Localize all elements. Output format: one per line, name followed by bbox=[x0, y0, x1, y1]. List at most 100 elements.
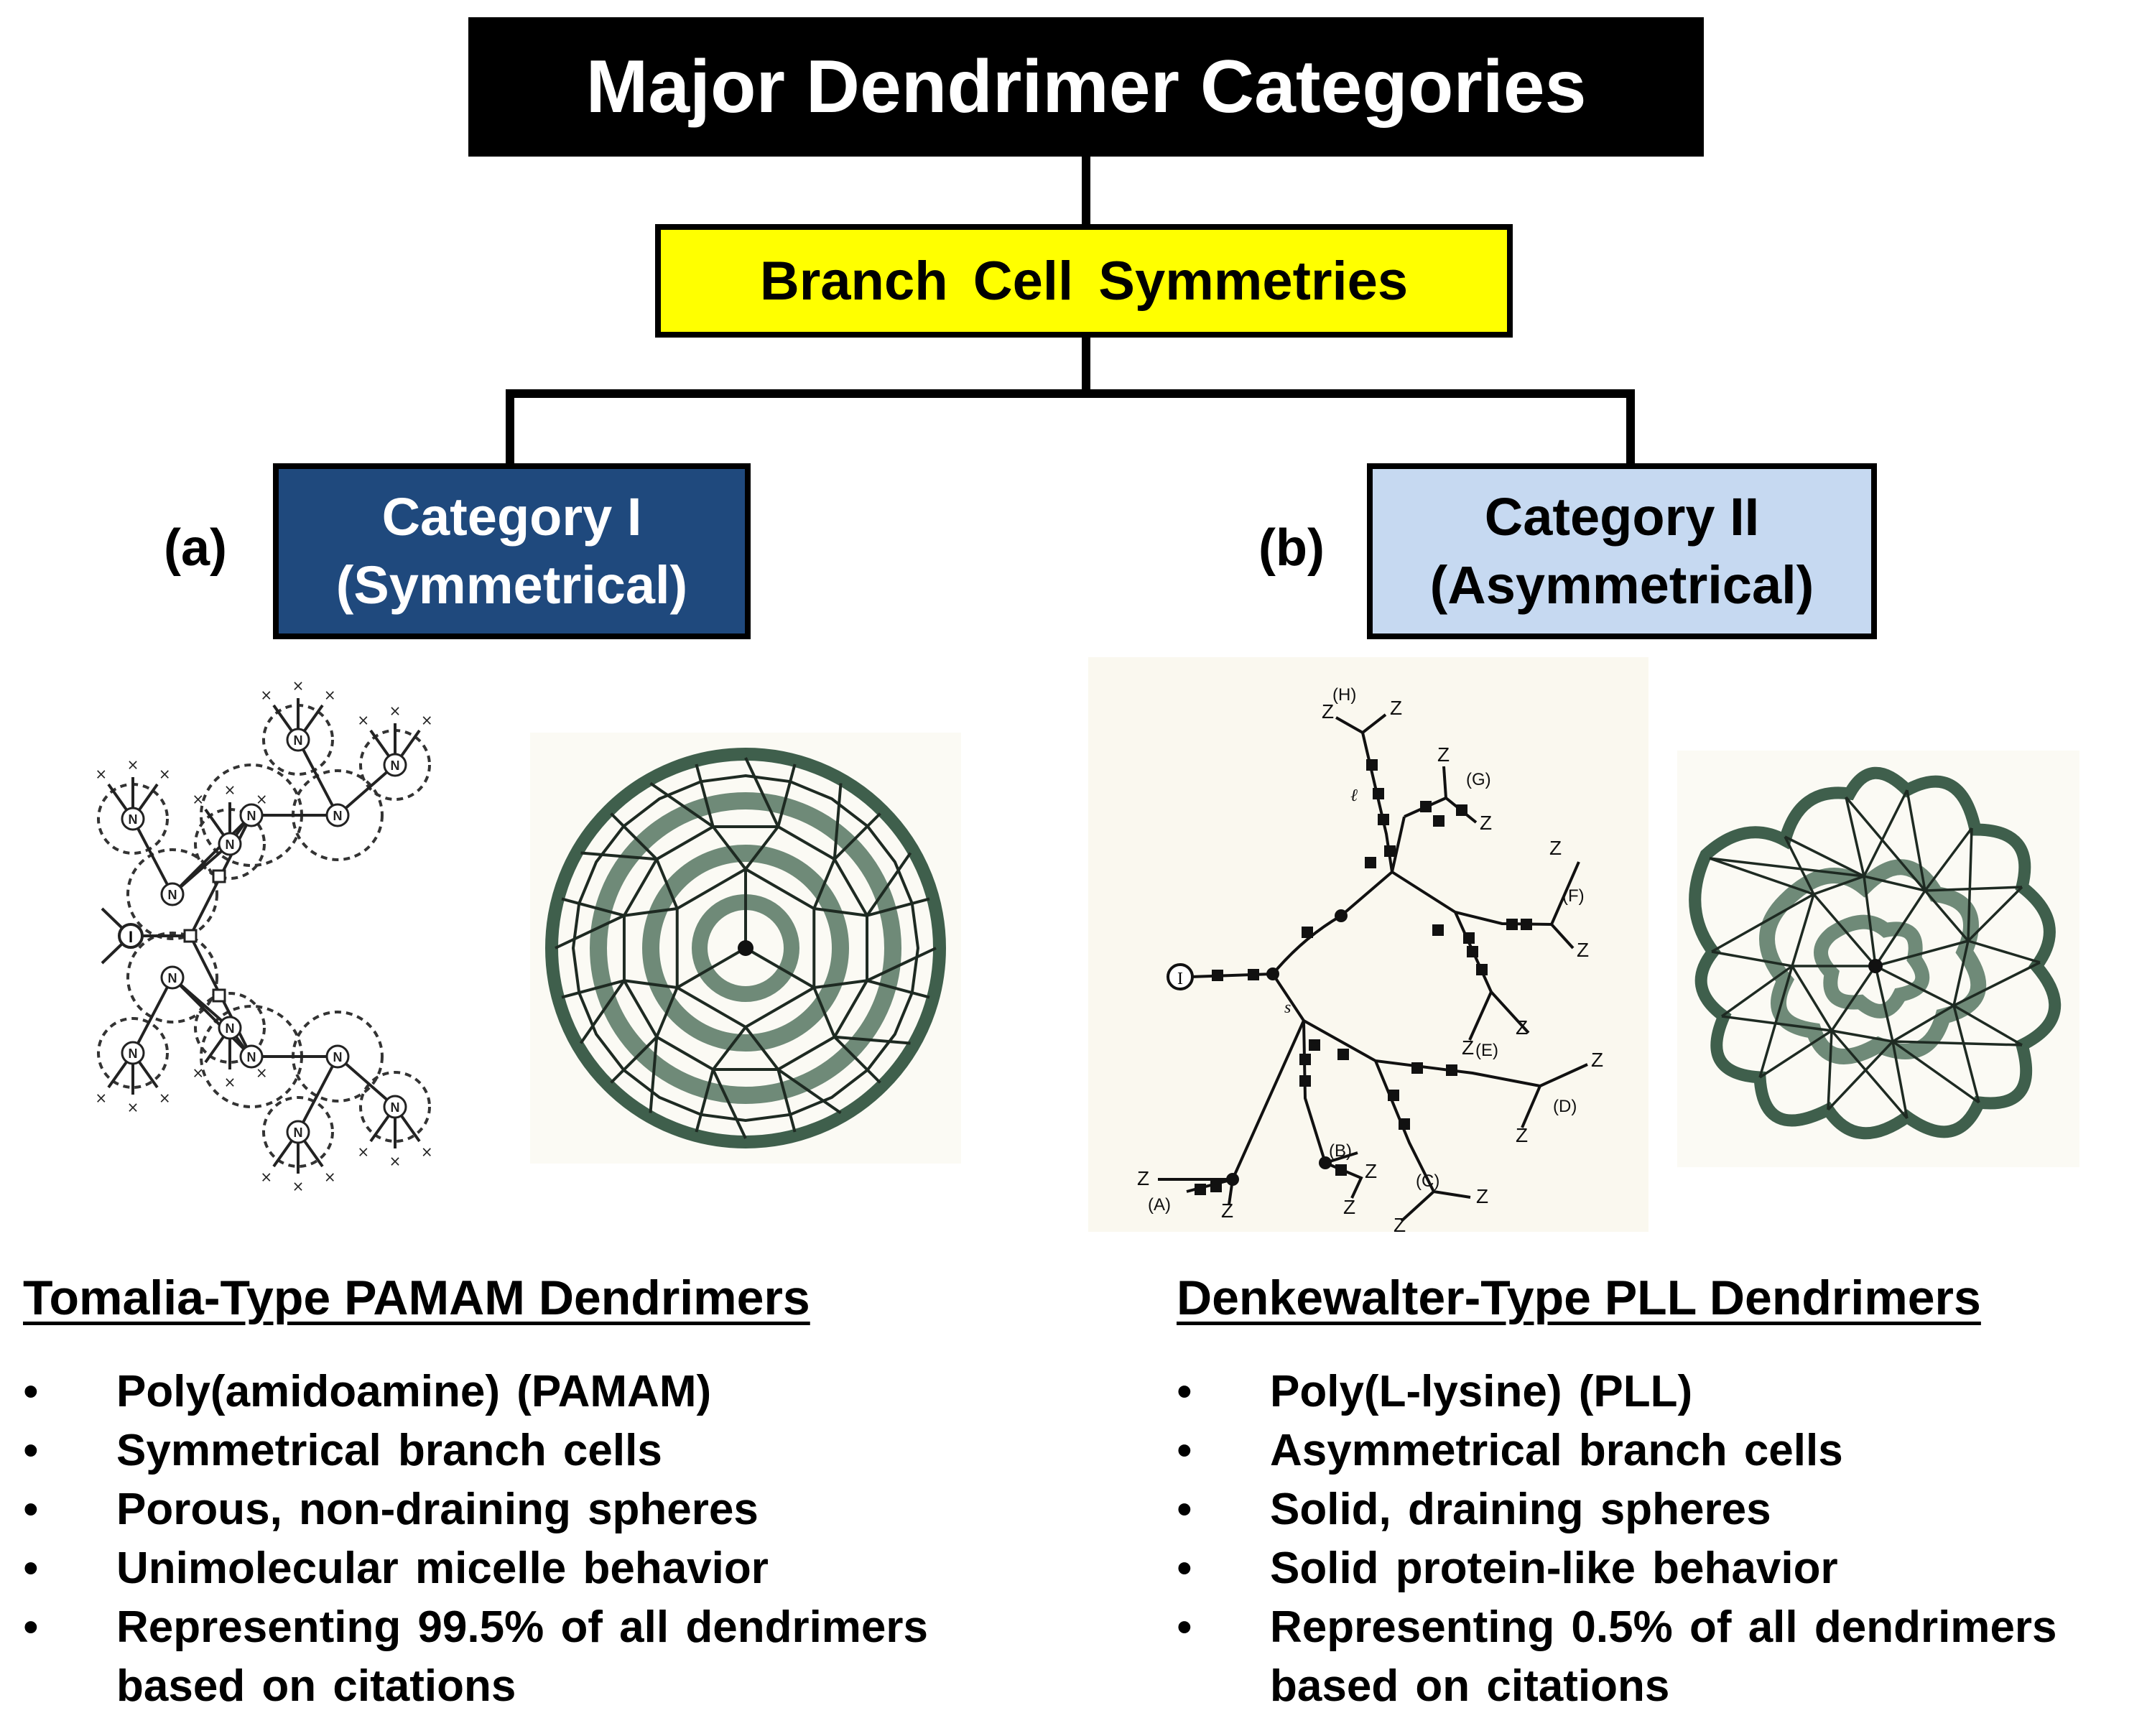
pamam-end-group-label: × bbox=[127, 1098, 139, 1115]
category-2-name: Category II bbox=[1484, 486, 1760, 547]
category-2-heading: Denkewalter-Type PLL Dendrimers bbox=[1177, 1271, 1981, 1325]
list-item: •Poly(L-lysine) (PLL) bbox=[1177, 1367, 1693, 1416]
pamam-end-group-label: × bbox=[324, 687, 336, 704]
pll-shell-model bbox=[1677, 751, 2079, 1167]
pamam-core-circle bbox=[118, 923, 144, 949]
branch-cell-symmetries-box: Branch Cell Symmetries bbox=[655, 224, 1513, 338]
page-title: Major Dendrimer Categories bbox=[585, 45, 1587, 129]
pll-end-group-label: Z bbox=[1322, 700, 1334, 723]
pamam-node-label: N bbox=[333, 1050, 343, 1064]
category-1-tag: (a) bbox=[164, 519, 227, 577]
pamam-end-group-label: × bbox=[224, 1073, 236, 1090]
pamam-node-label: N bbox=[226, 837, 235, 852]
category-1-heading: Tomalia-Type PAMAM Dendrimers bbox=[23, 1271, 810, 1325]
connector-horizontal bbox=[506, 389, 1635, 398]
pll-end-group-label: Z bbox=[1591, 1049, 1603, 1071]
branch-cell-symmetries-label: Branch Cell Symmetries bbox=[759, 250, 1409, 312]
pll-end-group-label: Z bbox=[1437, 743, 1450, 766]
pamam-end-group-label: × bbox=[256, 1064, 268, 1081]
pll-end-group-label: Z bbox=[1221, 1199, 1233, 1222]
list-item: •Unimolecular micelle behavior bbox=[23, 1544, 769, 1593]
connector-branch-stem bbox=[1082, 338, 1090, 395]
pamam-node-label: N bbox=[294, 1125, 303, 1140]
pll-end-group-label: Z bbox=[1549, 837, 1562, 859]
pamam-end-group-label: × bbox=[389, 1152, 402, 1169]
pamam-node-label: N bbox=[333, 809, 343, 823]
connector-to-category-1 bbox=[506, 389, 514, 465]
pll-end-group-label: Z bbox=[1462, 1036, 1474, 1059]
list-item: •Symmetrical branch cells bbox=[23, 1426, 662, 1475]
pamam-end-group-label: × bbox=[256, 791, 268, 808]
pamam-end-group-label: × bbox=[192, 1064, 204, 1081]
pll-core-circle bbox=[1167, 963, 1194, 990]
pamam-node-label: N bbox=[294, 733, 303, 748]
pamam-node-label: N bbox=[226, 1021, 235, 1036]
pll-branch-label-d: (D) bbox=[1553, 1097, 1577, 1116]
list-item: •Solid, draining spheres bbox=[1177, 1485, 1771, 1534]
pamam-shell-model bbox=[530, 733, 961, 1164]
pll-end-group-label: Z bbox=[1577, 939, 1589, 961]
pll-background bbox=[1088, 657, 1648, 1232]
pll-branch-label-b: (B) bbox=[1329, 1141, 1352, 1161]
pll-branch-label-e: (E) bbox=[1475, 1041, 1498, 1060]
category-1-bullet-list: •Poly(amidoamine) (PAMAM) •Symmetrical b… bbox=[23, 1363, 928, 1716]
pamam-end-group-label: × bbox=[127, 756, 139, 774]
pamam-end-group-label: × bbox=[159, 766, 171, 783]
pll-end-group-label: Z bbox=[1394, 1214, 1406, 1232]
connector-to-category-2 bbox=[1626, 389, 1635, 465]
list-item: •Poly(amidoamine) (PAMAM) bbox=[23, 1367, 712, 1416]
pll-branch-label-a: (A) bbox=[1148, 1195, 1171, 1215]
list-item: •Porous, non-draining spheres bbox=[23, 1485, 759, 1534]
pamam-end-group-label: × bbox=[389, 702, 402, 720]
pll-end-group-label: Z bbox=[1137, 1167, 1149, 1189]
pamam-node-label: N bbox=[391, 758, 400, 773]
pamam-core-label: I bbox=[129, 928, 133, 946]
pamam-node-label: N bbox=[129, 1046, 138, 1061]
category-1-box: Category I (Symmetrical) bbox=[273, 463, 751, 639]
pamam-end-group-label: × bbox=[324, 1168, 336, 1185]
pll-branch-label-f: (F) bbox=[1562, 886, 1585, 906]
pamam-end-group-label: × bbox=[159, 1089, 171, 1106]
pll-end-group-label: Z bbox=[1365, 1160, 1377, 1182]
pamam-end-group-label: × bbox=[421, 1143, 433, 1160]
pll-core-label: I bbox=[1177, 970, 1183, 988]
pamam-end-group-label: × bbox=[421, 712, 433, 729]
pamam-end-group-label: × bbox=[224, 781, 236, 799]
pll-end-group-label: Z bbox=[1516, 1016, 1528, 1039]
pamam-end-group-label: × bbox=[260, 1168, 272, 1185]
list-item: •Asymmetrical branch cells bbox=[1177, 1426, 1843, 1475]
pll-end-group-label: Z bbox=[1343, 1196, 1355, 1218]
category-2-box: Category II (Asymmetrical) bbox=[1367, 463, 1877, 639]
pamam-node-label: N bbox=[391, 1100, 400, 1115]
pamam-node-label: N bbox=[129, 812, 138, 827]
list-item: •Representing 0.5% of all dendrimers bbox=[1177, 1602, 2057, 1652]
category-1-type: (Symmetrical) bbox=[335, 554, 688, 615]
category-2-tag: (b) bbox=[1258, 519, 1325, 577]
pll-branch-label-c: (C) bbox=[1416, 1171, 1439, 1191]
pamam-node-label: N bbox=[168, 888, 177, 902]
pamam-end-group-label: × bbox=[260, 687, 272, 704]
pamam-end-group-label: × bbox=[192, 791, 204, 808]
category-2-bullet-list: •Poly(L-lysine) (PLL) •Asymmetrical bran… bbox=[1177, 1363, 2057, 1716]
pll-end-group-label: Z bbox=[1476, 1185, 1488, 1207]
pll-long-segment-label: ℓ bbox=[1350, 786, 1358, 805]
pll-branch-label-g: (G) bbox=[1466, 770, 1491, 789]
pll-short-segment-label: s bbox=[1284, 998, 1291, 1017]
list-item-continuation: based on citations bbox=[1270, 1661, 1670, 1711]
pamam-end-group-label: × bbox=[357, 1143, 369, 1160]
pll-end-group-label: Z bbox=[1390, 697, 1402, 719]
pamam-node-label: N bbox=[168, 971, 177, 985]
connector-title-to-branch bbox=[1082, 157, 1090, 226]
list-item: •Representing 99.5% of all dendrimers bbox=[23, 1602, 929, 1652]
pamam-end-group-label: × bbox=[292, 677, 305, 695]
list-item-continuation: based on citations bbox=[116, 1661, 516, 1711]
pamam-node-label: N bbox=[247, 1050, 256, 1064]
category-1-name: Category I bbox=[381, 486, 642, 547]
pll-end-group-label: Z bbox=[1480, 812, 1492, 834]
pll-branch-label-h: (H) bbox=[1332, 685, 1356, 705]
title-box: Major Dendrimer Categories bbox=[468, 17, 1704, 157]
pamam-node-label: N bbox=[247, 809, 256, 823]
list-item: •Solid protein-like behavior bbox=[1177, 1544, 1838, 1593]
